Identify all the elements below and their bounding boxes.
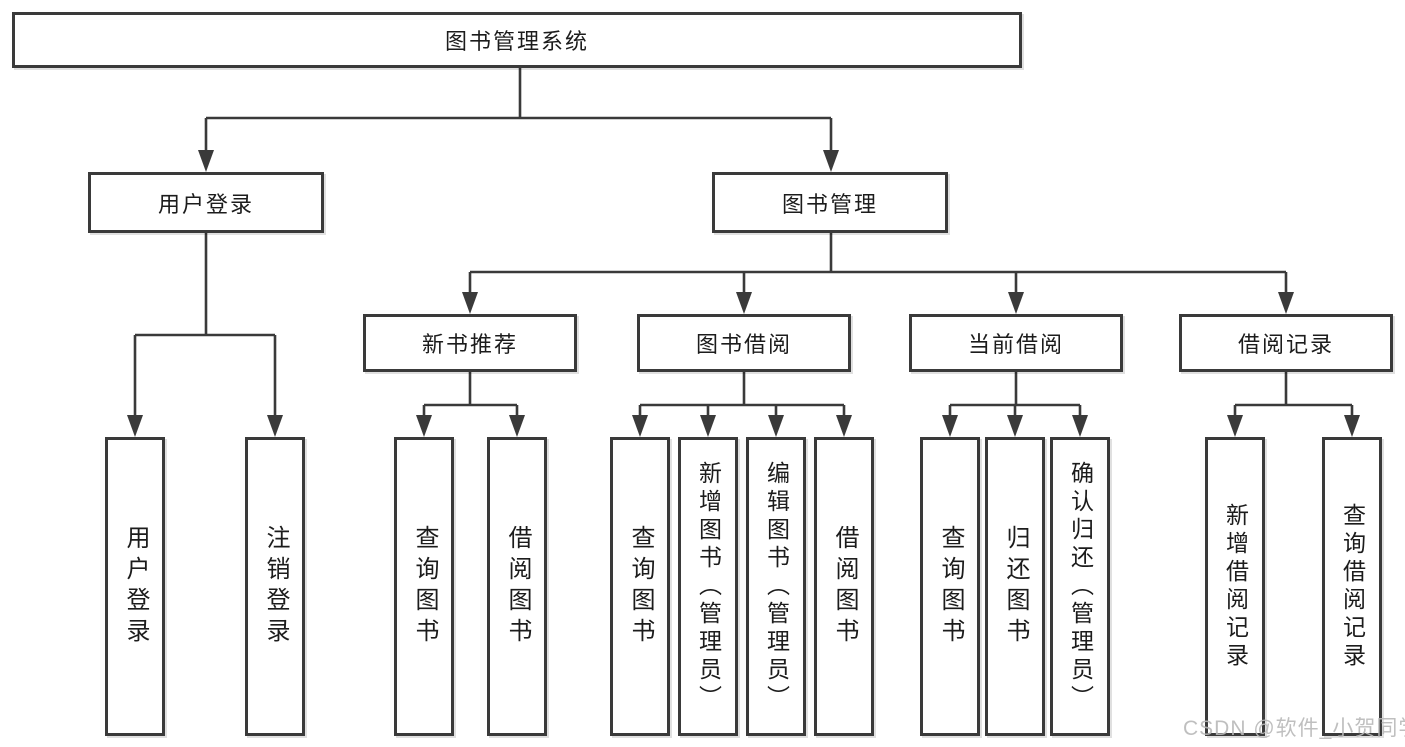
node-borrowing-records: 借阅记录	[1179, 314, 1393, 372]
leaf-query-books-borrowing: 查询图书	[610, 437, 670, 736]
arrowheads	[127, 150, 1360, 437]
node-current-borrowing: 当前借阅	[909, 314, 1123, 372]
leaf-borrow-books-recommend: 借阅图书	[487, 437, 547, 736]
node-library-management-system: 图书管理系统	[12, 12, 1022, 68]
csdn-watermark: CSDN @软件_小贺同学	[1183, 717, 1405, 740]
node-user-login: 用户登录	[88, 172, 324, 233]
leaf-user-login: 用户登录	[105, 437, 165, 736]
leaf-add-book-admin: 新增图书（管理员）	[678, 437, 738, 736]
node-book-management: 图书管理	[712, 172, 948, 233]
leaf-query-borrow-record: 查询借阅记录	[1322, 437, 1382, 736]
leaf-borrow-books-borrowing: 借阅图书	[814, 437, 874, 736]
node-book-borrowing: 图书借阅	[637, 314, 851, 372]
leaf-edit-book-admin: 编辑图书（管理员）	[746, 437, 806, 736]
leaf-add-borrow-record: 新增借阅记录	[1205, 437, 1265, 736]
leaf-confirm-return-admin: 确认归还（管理员）	[1050, 437, 1110, 736]
leaf-query-books-current: 查询图书	[920, 437, 980, 736]
leaf-query-books-recommend: 查询图书	[394, 437, 454, 736]
leaf-logout: 注销登录	[245, 437, 305, 736]
node-new-book-recommendation: 新书推荐	[363, 314, 577, 372]
leaf-return-books: 归还图书	[985, 437, 1045, 736]
